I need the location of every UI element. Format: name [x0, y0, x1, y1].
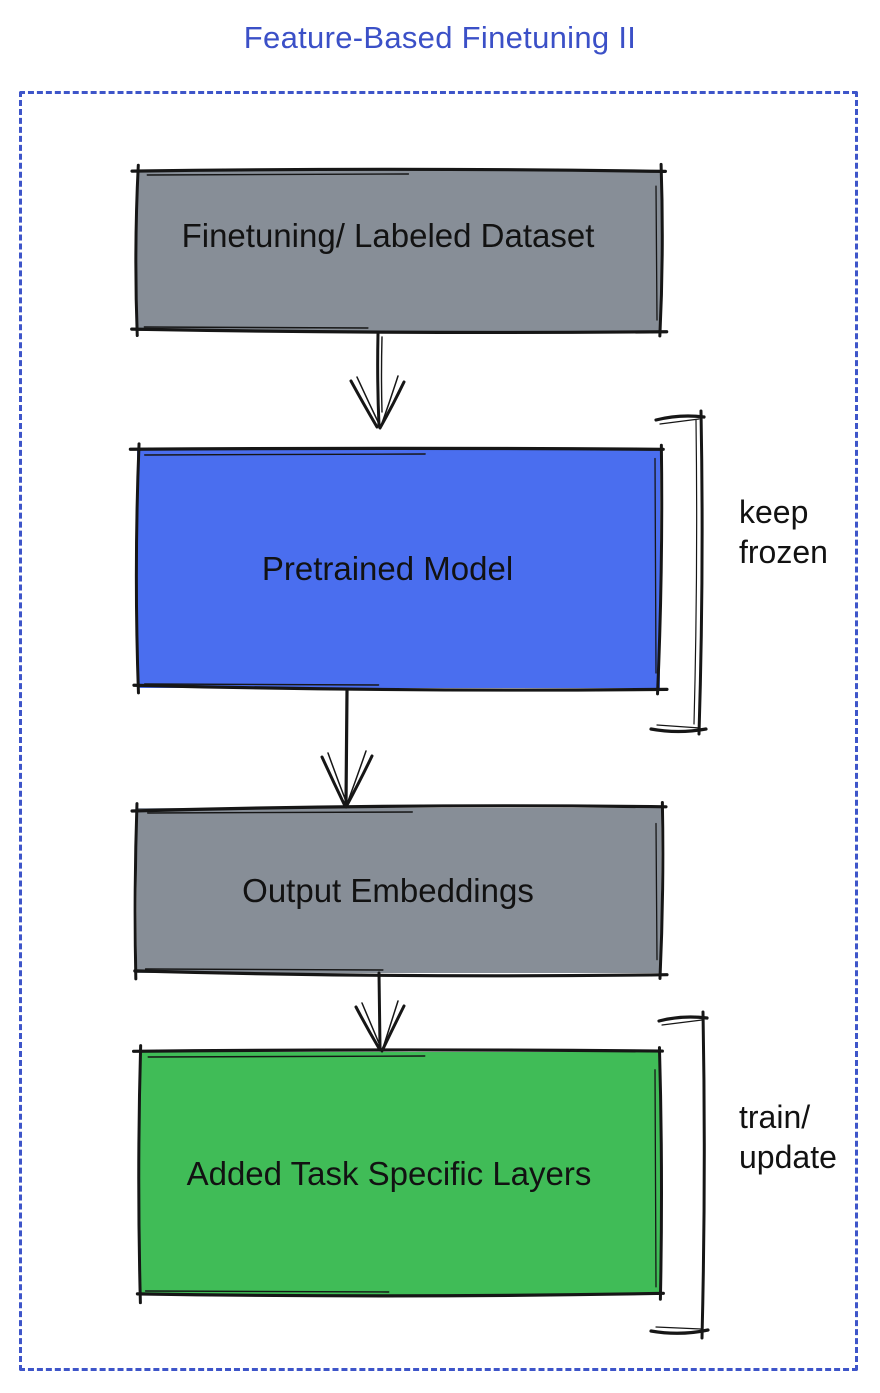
node-finetuning-dataset: Finetuning/ Labeled Dataset — [137, 170, 661, 331]
annotation-keep-frozen-line2: frozen — [739, 534, 828, 570]
node-pretrained-model-label: Pretrained Model — [261, 550, 514, 587]
dashed-frame — [19, 91, 858, 1371]
node-added-task-specific-layers: Added Task Specific Layers — [140, 1052, 660, 1295]
annotation-train-update: train/ update — [739, 1097, 837, 1177]
diagram-title: Feature-Based Finetuning II — [243, 20, 637, 55]
node-pretrained-model: Pretrained Model — [137, 450, 660, 688]
node-output-embeddings-label: Output Embeddings — [242, 871, 534, 909]
node-output-embeddings: Output Embeddings — [137, 808, 661, 973]
node-added-task-specific-layers-label: Added Task Specific Layers — [186, 1154, 592, 1192]
annotation-train-update-line1: train/ — [739, 1099, 811, 1135]
node-finetuning-dataset-label: Finetuning/ Labeled Dataset — [181, 216, 595, 254]
annotation-keep-frozen-line1: keep — [739, 494, 809, 530]
annotation-keep-frozen: keep frozen — [739, 492, 828, 572]
annotation-train-update-line2: update — [739, 1139, 837, 1175]
